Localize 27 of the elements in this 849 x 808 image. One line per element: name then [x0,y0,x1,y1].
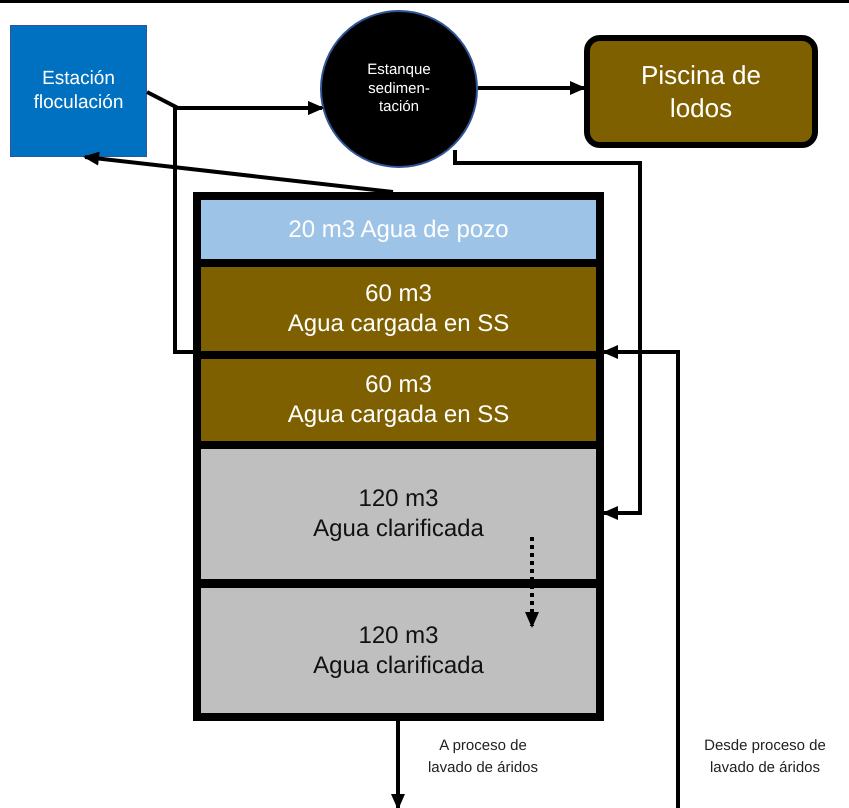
node-text: Agua cargada en SS [288,309,510,339]
arrow [83,152,394,194]
water-layer [201,359,596,441]
node-text: 120 m3 [358,620,439,650]
node-text: 20 m3 Agua de pozo [288,214,509,244]
arrow [602,345,680,808]
pond-box [584,35,818,148]
arrow [453,150,642,520]
station-box [10,25,147,157]
node-text: Estación floculación [32,67,124,115]
arrow [525,537,539,628]
node-text: 60 m3 [365,370,432,400]
arrow [173,101,324,354]
water-layer [201,449,596,579]
node-text: Agua clarificada [313,514,484,544]
tank-container [193,192,604,721]
water-layer [201,588,596,713]
node-text: 120 m3 [358,484,439,514]
node-text: Estanque sedimen- tación [366,60,432,118]
water-layer [201,200,596,259]
node-text: 60 m3 [365,279,432,309]
water-layer [201,267,596,351]
arrow [478,81,586,95]
node-text: Agua cargada en SS [288,400,510,430]
arrow [391,721,405,808]
node-text: Agua clarificada [313,650,484,680]
node-text: Piscina de lodos [640,59,762,124]
